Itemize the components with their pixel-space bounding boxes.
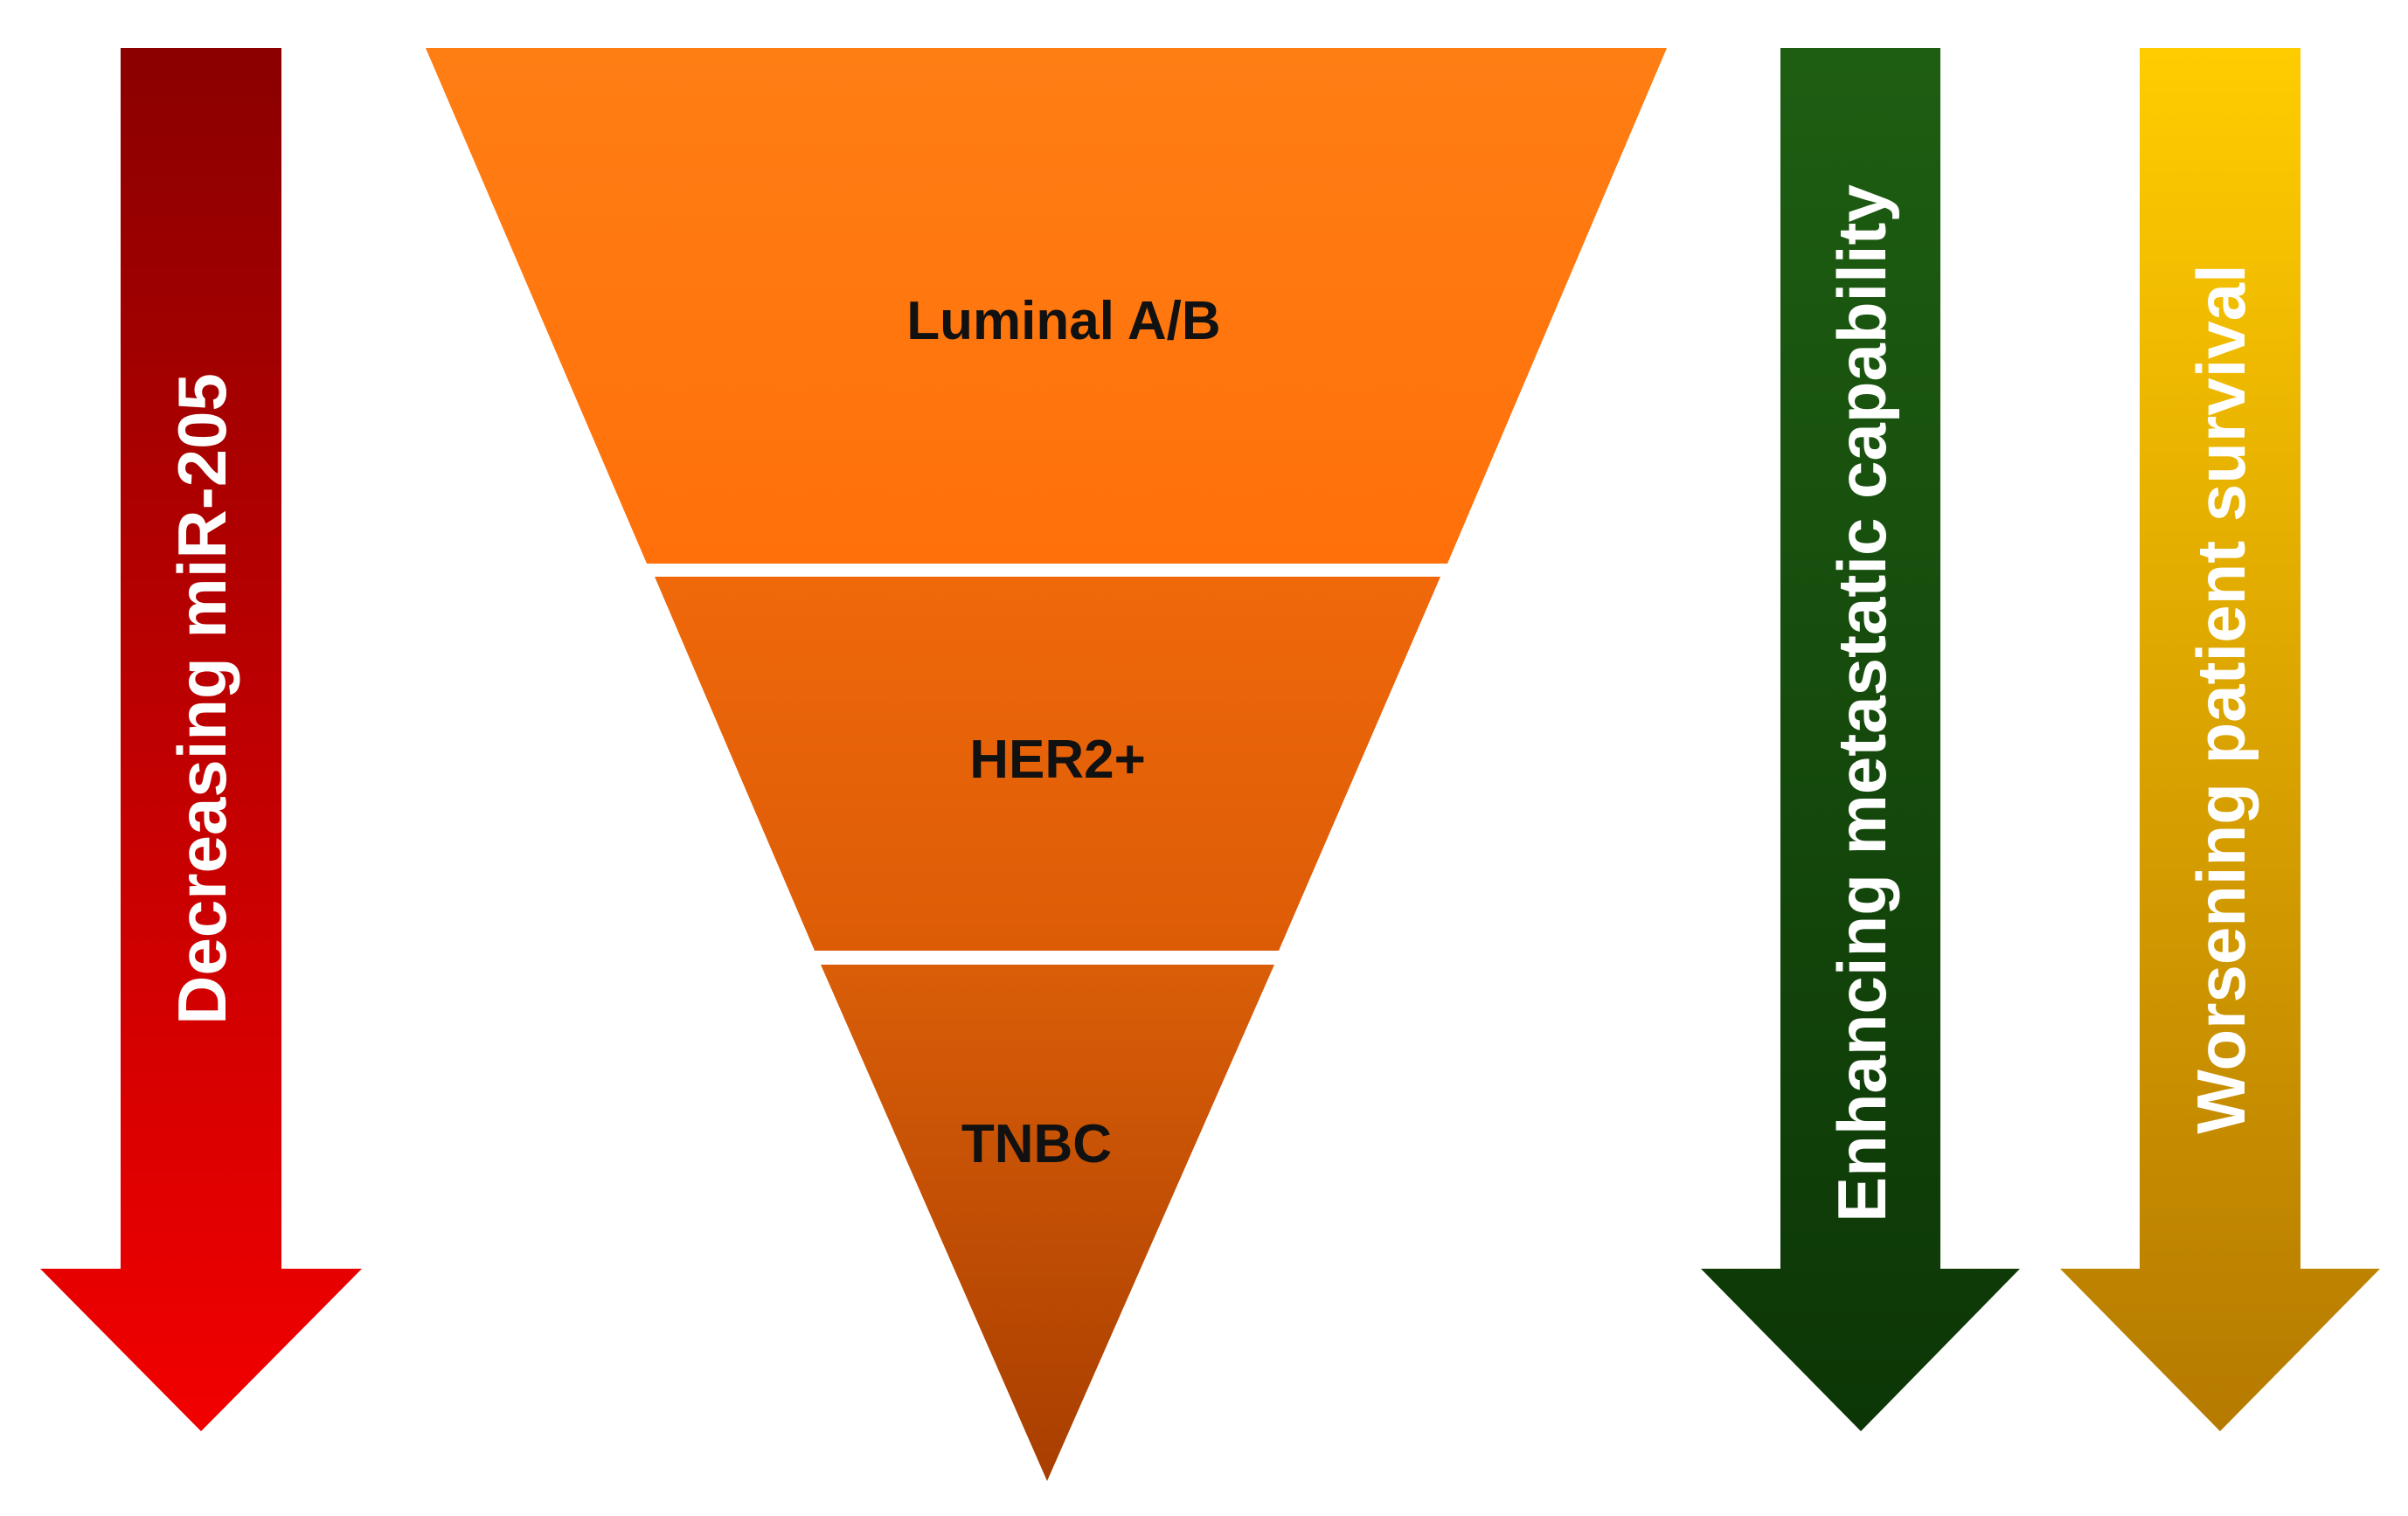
decreasing-mir205-arrow: Decreasing miR-205 (40, 48, 362, 1431)
enhancing-metastatic-arrow: Enhancing metastatic capability (1701, 48, 2020, 1431)
worsening-survival-arrow: Worsening patient survival (2060, 48, 2380, 1431)
subtype-funnel: Luminal A/B HER2+ TNBC (426, 48, 1667, 1481)
funnel-tier-her2-label: HER2+ (969, 730, 1146, 790)
funnel-tier-tnbc (821, 965, 1274, 1481)
gold-down-arrow-shape (2060, 48, 2380, 1431)
worsening-survival-label: Worsening patient survival (2182, 264, 2259, 1133)
funnel-tier-luminal-label: Luminal A/B (906, 291, 1220, 351)
funnel-tier-luminal (426, 48, 1667, 564)
funnel-tier-her2 (655, 577, 1440, 951)
enhancing-metastatic-label: Enhancing metastatic capability (1823, 184, 1900, 1222)
green-down-arrow-shape (1701, 48, 2020, 1431)
funnel-tier-tnbc-label: TNBC (961, 1114, 1112, 1174)
decreasing-mir205-label: Decreasing miR-205 (163, 373, 240, 1025)
red-down-arrow-shape (40, 48, 362, 1431)
